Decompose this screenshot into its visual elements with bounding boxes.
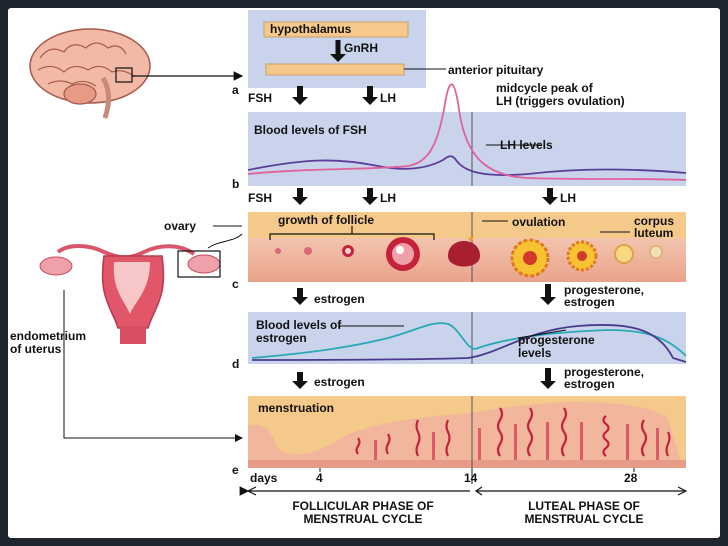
- day-14-label: 14: [464, 471, 478, 485]
- corpus-label: corpus: [634, 214, 675, 228]
- panel-c-graphics: [213, 212, 686, 282]
- luteal-phase-label: LUTEAL PHASE OF: [528, 499, 640, 513]
- estrogen-label-1: estrogen: [314, 292, 365, 306]
- phase-arrows: [239, 468, 688, 496]
- luteal-phase-label-2: MENSTRUAL CYCLE: [524, 512, 644, 526]
- luteum-label: luteum: [634, 226, 674, 240]
- estrogen-blood-title-2: estrogen: [256, 331, 307, 345]
- ovulation-label: ovulation: [512, 215, 566, 229]
- hypothalamus-label: hypothalamus: [270, 22, 352, 36]
- days-label: days: [250, 471, 278, 485]
- lh-label-right: LH: [560, 191, 576, 205]
- estrogen-after-label-2: estrogen: [564, 377, 615, 391]
- cycle-diagram-graphics: [29, 10, 688, 496]
- progesterone-label-2: progesterone,: [564, 365, 645, 379]
- slide-frame: hypothalamus GnRH anterior pituitary a F…: [8, 8, 720, 538]
- progesterone-levels-label: progesterone: [518, 333, 595, 347]
- ovary-label: ovary: [164, 219, 197, 233]
- lh-levels-label: LH levels: [500, 138, 553, 152]
- progesterone-levels-label-2: levels: [518, 346, 552, 360]
- panel-d-letter: d: [232, 357, 240, 371]
- panel-c-letter: c: [232, 277, 239, 291]
- growth-follicle-label: growth of follicle: [278, 213, 374, 227]
- panel-d-graphics: [248, 312, 687, 364]
- panel-a-graphics: [248, 10, 446, 88]
- follicular-phase-label: FOLLICULAR PHASE OF: [292, 499, 434, 513]
- fsh-label-mid: FSH: [248, 191, 272, 205]
- estrogen-after-label-1: estrogen: [564, 295, 615, 309]
- midcycle-peak-label: midcycle peak of: [496, 81, 593, 95]
- brain-illustration: [29, 28, 244, 119]
- progesterone-label-1: progesterone,: [564, 283, 645, 297]
- day-4-label: 4: [316, 471, 323, 485]
- midcycle-peak-label-2: LH (triggers ovulation): [496, 94, 625, 108]
- endometrium-label: endometrium: [10, 329, 87, 343]
- hormone-arrows: [292, 86, 558, 389]
- fsh-label-top: FSH: [248, 91, 272, 105]
- endometrium-label-2: of uterus: [10, 342, 62, 356]
- menstruation-label: menstruation: [258, 401, 335, 415]
- day-28-label: 28: [624, 471, 638, 485]
- panel-e-letter: e: [232, 463, 239, 477]
- panel-b-graphics: [247, 83, 687, 186]
- gnrh-label: GnRH: [344, 41, 378, 55]
- estrogen-label-2: estrogen: [314, 375, 365, 389]
- panel-e-graphics: [248, 396, 686, 468]
- estrogen-blood-title: Blood levels of: [256, 318, 342, 332]
- uterus-illustration: [39, 233, 243, 442]
- anterior-pituitary-label: anterior pituitary: [448, 63, 544, 77]
- follicular-phase-label-2: MENSTRUAL CYCLE: [303, 512, 423, 526]
- fsh-blood-title: Blood levels of FSH: [254, 123, 367, 137]
- lh-label-top: LH: [380, 91, 396, 105]
- panel-a-letter: a: [232, 83, 239, 97]
- lh-label-mid: LH: [380, 191, 396, 205]
- panel-b-letter: b: [232, 177, 240, 191]
